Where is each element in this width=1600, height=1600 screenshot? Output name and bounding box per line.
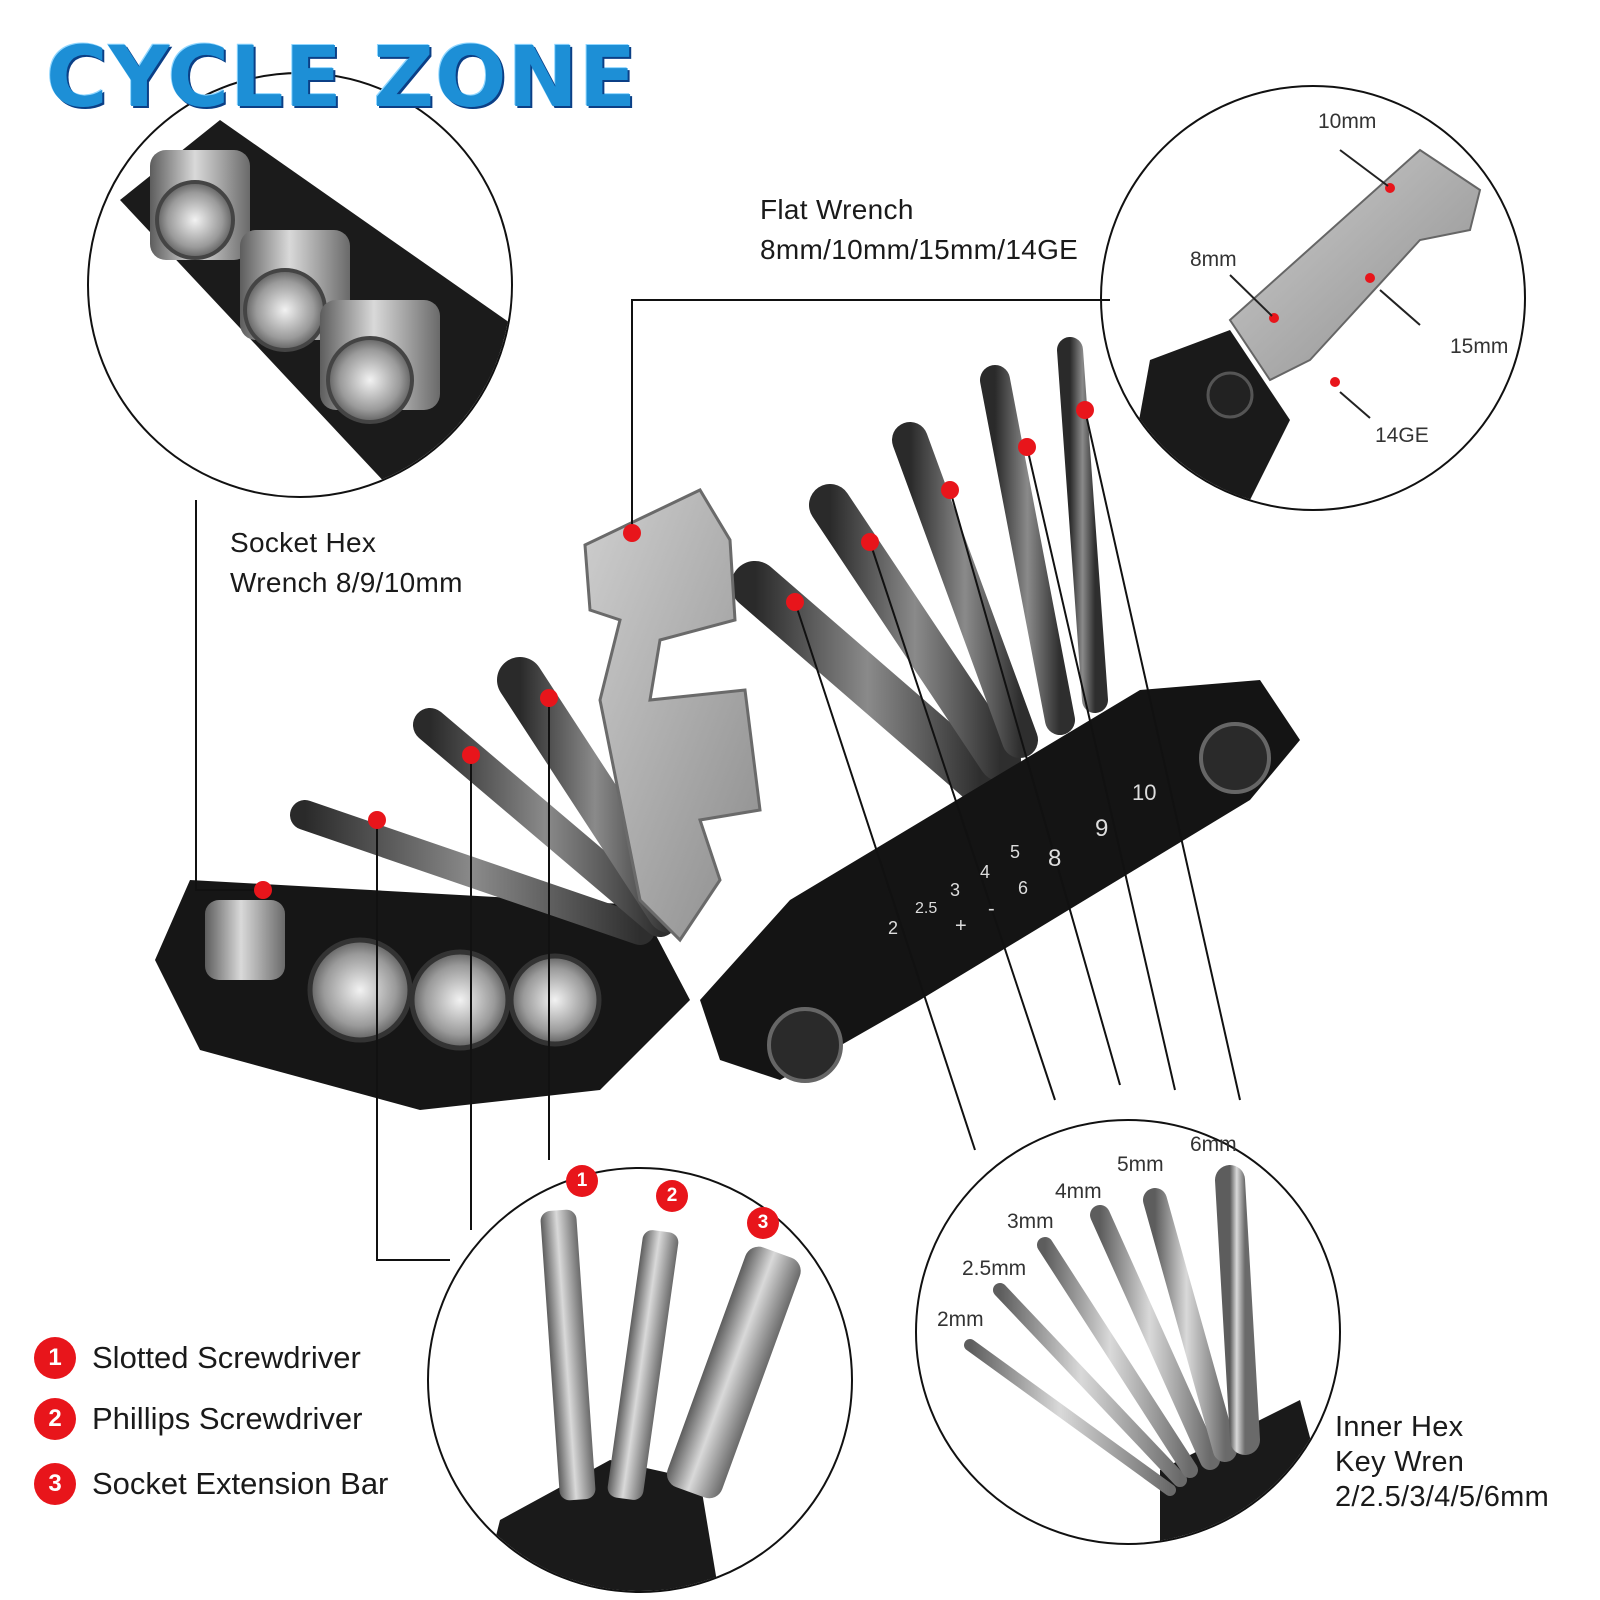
screwdriver-number-1: 1 [566, 1165, 598, 1197]
flat-wrench-label-15mm: 15mm [1450, 335, 1509, 358]
flat-wrench-title: Flat Wrench [760, 194, 914, 225]
handle-mark-10: 10 [1132, 780, 1157, 805]
brand-logo: CYCLE ZONE [46, 28, 638, 126]
screwdriver-number-3: 3 [747, 1207, 779, 1239]
flat-wrench-label-14ge: 14GE [1375, 424, 1429, 447]
marker-dots [254, 401, 1094, 899]
handle-mark-2-5: 2.5 [915, 900, 938, 917]
handle-mark-minus: - [988, 898, 995, 920]
legend-label-2: Phillips Screwdriver [92, 1401, 363, 1436]
handle-mark-5: 5 [1010, 842, 1021, 862]
zoom-circle-flat-wrench [1100, 85, 1526, 511]
hex-key-label-5mm: 5mm [1117, 1153, 1164, 1176]
hex-key-label-3mm: 3mm [1007, 1210, 1054, 1233]
handle-mark-4: 4 [980, 862, 991, 882]
legend-number-1: 1 [34, 1337, 76, 1379]
handle-mark-plus: + [955, 915, 967, 937]
hex-key-label-2-5mm: 2.5mm [962, 1257, 1027, 1280]
legend-item-phillips-screwdriver: 2 Phillips Screwdriver [34, 1396, 454, 1442]
zoom-circle-hex-keys [915, 1119, 1341, 1545]
handle-mark-9: 9 [1095, 815, 1109, 842]
zoom-circle-screwdrivers [427, 1167, 853, 1593]
handle-mark-8: 8 [1048, 845, 1062, 872]
handle-mark-3: 3 [950, 880, 961, 900]
flat-wrench-sizes: 8mm/10mm/15mm/14GE [760, 234, 1079, 265]
hex-key-label-2mm: 2mm [937, 1308, 984, 1331]
multitool-main [155, 337, 1300, 1110]
legend-item-socket-extension-bar: 3 Socket Extension Bar [34, 1461, 454, 1507]
flat-wrench-label-8mm: 8mm [1190, 248, 1237, 271]
zoom-circle-sockets [87, 72, 513, 498]
inner-hex-title-1: Inner Hex [1335, 1411, 1464, 1443]
inner-hex-title-2: Key Wren [1335, 1446, 1465, 1478]
callout-lines [195, 299, 1241, 1261]
socket-hex-sizes: Wrench 8/9/10mm [230, 567, 463, 598]
handle-mark-6: 6 [1018, 878, 1029, 898]
flat-wrench-label-10mm: 10mm [1318, 110, 1377, 133]
hex-key-label-6mm: 6mm [1190, 1133, 1237, 1156]
legend-number-3: 3 [34, 1463, 76, 1505]
screwdriver-number-2: 2 [656, 1180, 688, 1212]
legend-label-3: Socket Extension Bar [92, 1466, 389, 1501]
legend-item-slotted-screwdriver: 1 Slotted Screwdriver [34, 1335, 454, 1381]
hex-key-label-4mm: 4mm [1055, 1180, 1102, 1203]
handle-mark-2: 2 [888, 918, 899, 938]
socket-hex-title: Socket Hex [230, 527, 377, 558]
legend-number-2: 2 [34, 1398, 76, 1440]
legend-label-1: Slotted Screwdriver [92, 1340, 361, 1375]
inner-hex-sizes: 2/2.5/3/4/5/6mm [1335, 1481, 1550, 1513]
